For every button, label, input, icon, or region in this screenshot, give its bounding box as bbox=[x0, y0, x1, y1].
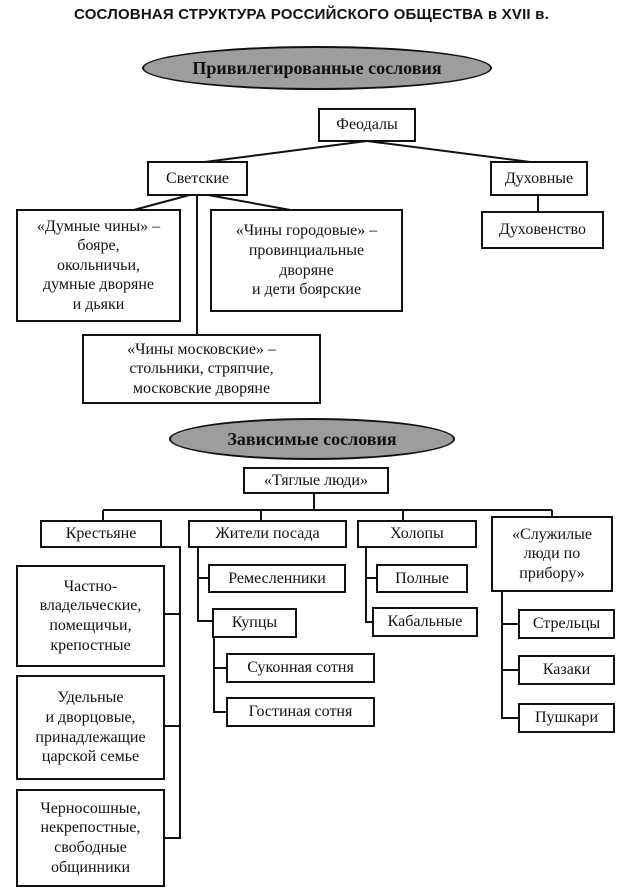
page-title: СОСЛОВНАЯ СТРУКТУРА РОССИЙСКОГО ОБЩЕСТВА… bbox=[74, 6, 549, 23]
posad-box: Жители посада bbox=[188, 520, 347, 548]
peasants-private-box: Частно- владельческие, помещичьи, крепос… bbox=[16, 565, 165, 667]
secular-box: Светские bbox=[147, 161, 248, 196]
dependent-estates-header: Зависимые сословия bbox=[169, 418, 455, 460]
service-people-box: «Служилые люди по прибору» bbox=[491, 516, 613, 592]
clergy-box: Духовенство bbox=[481, 211, 604, 249]
peasants-palace-box: Удельные и дворцовые, принадлежащие царс… bbox=[16, 675, 165, 780]
cossacks-box: Казаки bbox=[518, 655, 615, 685]
privileged-estates-header: Привилегированные сословия bbox=[142, 46, 492, 90]
duma-ranks-box: «Думные чины» – бояре, окольничьи, думны… bbox=[16, 209, 181, 322]
feudals-box: Феодалы bbox=[318, 108, 416, 142]
streltsy-box: Стрельцы bbox=[518, 609, 615, 639]
cloth-hundred-box: Суконная сотня bbox=[226, 653, 375, 683]
full-serfs-box: Полные bbox=[376, 564, 468, 593]
gunners-box: Пушкари bbox=[518, 703, 615, 733]
tax-people-box: «Тяглые люди» bbox=[243, 467, 389, 494]
peasants-black-box: Черносошные, некрепостные, свободные общ… bbox=[16, 789, 165, 887]
city-ranks-box: «Чины городовые» – провинциальные дворян… bbox=[210, 209, 403, 312]
serfs-box: Холопы bbox=[357, 520, 477, 548]
guest-hundred-box: Гостиная сотня bbox=[226, 697, 375, 727]
artisans-box: Ремесленники bbox=[208, 564, 346, 593]
moscow-ranks-box: «Чины московские» – стольники, стряпчие,… bbox=[82, 334, 321, 404]
merchants-box: Купцы bbox=[212, 608, 297, 638]
peasants-box: Крестьяне bbox=[40, 520, 162, 548]
spiritual-box: Духовные bbox=[490, 161, 588, 196]
bonded-serfs-box: Кабальные bbox=[372, 607, 478, 637]
